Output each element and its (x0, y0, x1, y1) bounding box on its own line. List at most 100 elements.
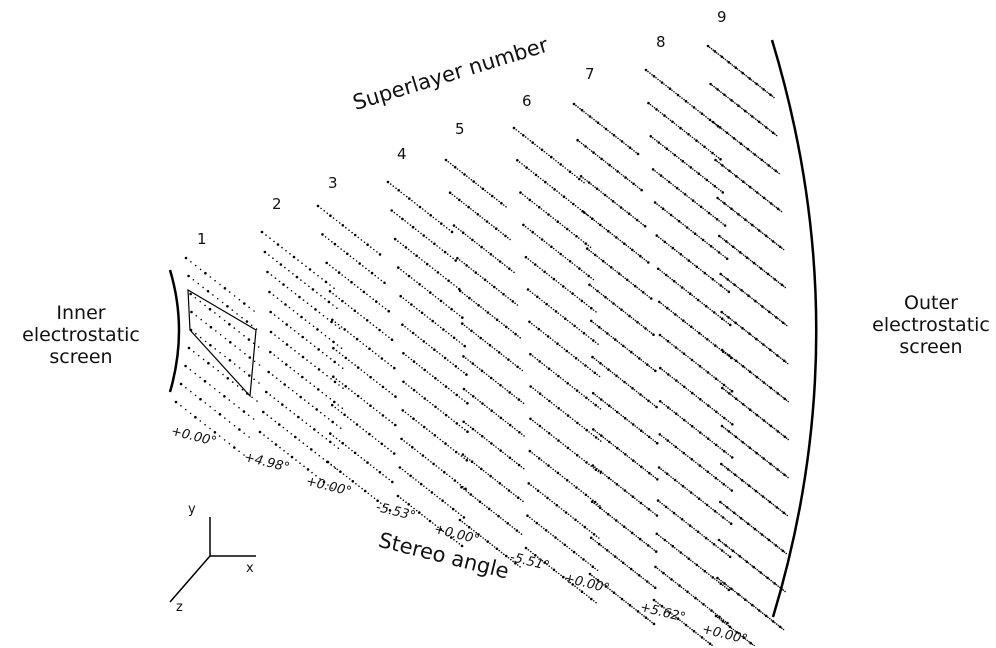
wire-dot (360, 288, 362, 291)
wire-dot (343, 328, 347, 331)
wire-dot (623, 599, 625, 602)
wire-dot (542, 179, 544, 182)
wire-dot (596, 569, 599, 572)
wire-dot (461, 316, 464, 319)
wire-dot (773, 389, 776, 392)
wire-dot (620, 560, 622, 562)
wire-dot (351, 390, 353, 393)
wire-dot (436, 271, 440, 274)
wire-dot (721, 516, 725, 519)
wire-dot (777, 507, 780, 510)
wire-dot (630, 282, 632, 284)
wire-dot (209, 384, 211, 386)
wire-dot (756, 569, 758, 571)
wire-dot (658, 400, 662, 403)
wire-dot (521, 163, 523, 165)
wire-dot (448, 306, 450, 309)
wire-dot (329, 358, 332, 360)
wire-dot (777, 317, 779, 320)
wire-dot (720, 515, 722, 517)
wire-dot (785, 324, 788, 327)
wire-dot (543, 240, 546, 243)
wire-dot (611, 233, 614, 236)
wire-dot (709, 472, 711, 475)
wire-dot (238, 298, 241, 301)
wire-dot (688, 196, 690, 199)
wire-dot (341, 274, 344, 276)
wire-dot (760, 611, 762, 613)
wire-dot (305, 422, 308, 425)
wire-dot (380, 442, 384, 446)
wire-dot (509, 238, 511, 241)
wire-dot (400, 191, 403, 194)
wire-dot (768, 274, 771, 277)
wire-dot (735, 285, 738, 288)
wire-dot (565, 478, 569, 482)
wire-dot (552, 568, 556, 572)
wire-dot (664, 305, 667, 308)
wire-dot (640, 188, 643, 192)
wire-dot (773, 315, 776, 317)
wire-dot (568, 230, 571, 232)
wire-dot (562, 443, 564, 446)
wire-dot (199, 420, 202, 422)
wire-dot (761, 269, 764, 271)
wire-dot (401, 217, 404, 221)
wire-dot (576, 176, 578, 178)
wire-dot (719, 500, 722, 504)
wire-dot (406, 442, 408, 444)
wire-dot (243, 432, 245, 435)
wire-dot (534, 263, 537, 266)
wire-dot (399, 497, 402, 499)
wire-dot (689, 390, 692, 393)
wire-dot (421, 367, 423, 369)
wire-dot (458, 289, 462, 293)
wire-dot (620, 308, 623, 312)
wire-dot (516, 159, 519, 162)
wire-dot (571, 549, 573, 552)
wire-dot (620, 597, 624, 601)
wire-dot (738, 400, 741, 403)
wire-dot (588, 463, 590, 466)
wire-dot (486, 439, 488, 441)
wire-dot (595, 535, 598, 537)
wire-dot (576, 266, 578, 268)
wire-dot (278, 337, 280, 340)
wire-dot (738, 324, 740, 327)
wire-dot (761, 195, 764, 198)
wire-dot (622, 175, 625, 177)
wire-dot (641, 613, 643, 616)
wire-dot (718, 581, 720, 583)
wire-dot (761, 380, 763, 383)
wire-dot (583, 427, 586, 430)
wire-dot (418, 365, 421, 367)
wire-dot (720, 55, 724, 59)
wire-dot (349, 255, 352, 257)
wire-dot (405, 273, 408, 275)
wire-dot (711, 278, 715, 281)
wire-dot (754, 567, 757, 570)
wire-dot (555, 160, 557, 162)
wire-dot (717, 314, 719, 317)
wire-dot (366, 293, 368, 296)
wire-dot (341, 383, 344, 385)
wire-dot (749, 296, 751, 298)
wire-dot (260, 230, 264, 234)
wire-dot (690, 261, 692, 263)
wire-dot (741, 107, 743, 110)
superlayer-number-2: 2 (272, 195, 282, 213)
wire-dot (590, 465, 592, 467)
wire-dot (390, 364, 393, 367)
wire-dot (557, 538, 559, 541)
wire-dot (728, 243, 731, 245)
wire-dot (258, 382, 260, 384)
wire-dot (503, 486, 506, 488)
wire-dot (674, 346, 678, 349)
wire-dot (661, 207, 665, 210)
wire-dot (591, 574, 593, 577)
wire-dot (564, 511, 568, 514)
wire-dot (233, 403, 235, 405)
wire-dot (708, 275, 710, 278)
wire-dot (680, 518, 684, 521)
